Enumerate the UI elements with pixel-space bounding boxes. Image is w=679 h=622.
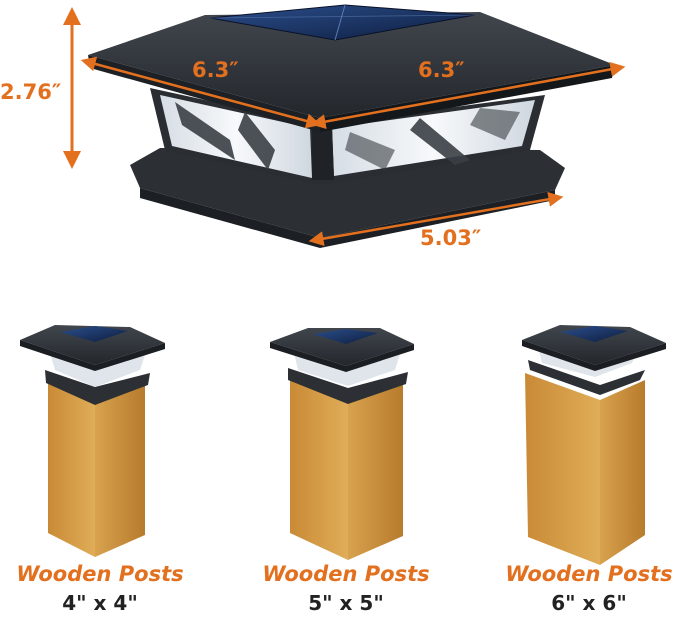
- caption-size: 4" x 4": [62, 591, 138, 615]
- dimension-arrows: [63, 7, 626, 247]
- post-6x6: [522, 325, 666, 565]
- caption-title: Wooden Posts: [262, 562, 430, 586]
- caption-title: Wooden Posts: [16, 562, 184, 586]
- post-5x5-caption: Wooden Posts 5" x 5": [236, 560, 456, 618]
- caption-size: 6" x 6": [551, 591, 627, 615]
- height-label: 2.76″: [0, 80, 62, 104]
- caption-title: Wooden Posts: [505, 562, 673, 586]
- main-post-cap: [88, 4, 615, 248]
- width-arrow-right: [310, 61, 626, 130]
- post-4x4: [20, 325, 165, 557]
- top-right-width-label: 6.3″: [418, 58, 465, 82]
- width-arrow-left: [80, 56, 322, 129]
- post-4x4-caption: Wooden Posts 4" x 4": [0, 560, 210, 618]
- post-5x5: [270, 328, 414, 560]
- post-6x6-caption: Wooden Posts 6" x 6": [479, 560, 679, 618]
- caption-size: 5" x 5": [308, 591, 384, 615]
- base-width-label: 5.03″: [420, 226, 482, 250]
- base-arrow: [308, 191, 564, 247]
- top-left-width-label: 6.3″: [192, 58, 239, 82]
